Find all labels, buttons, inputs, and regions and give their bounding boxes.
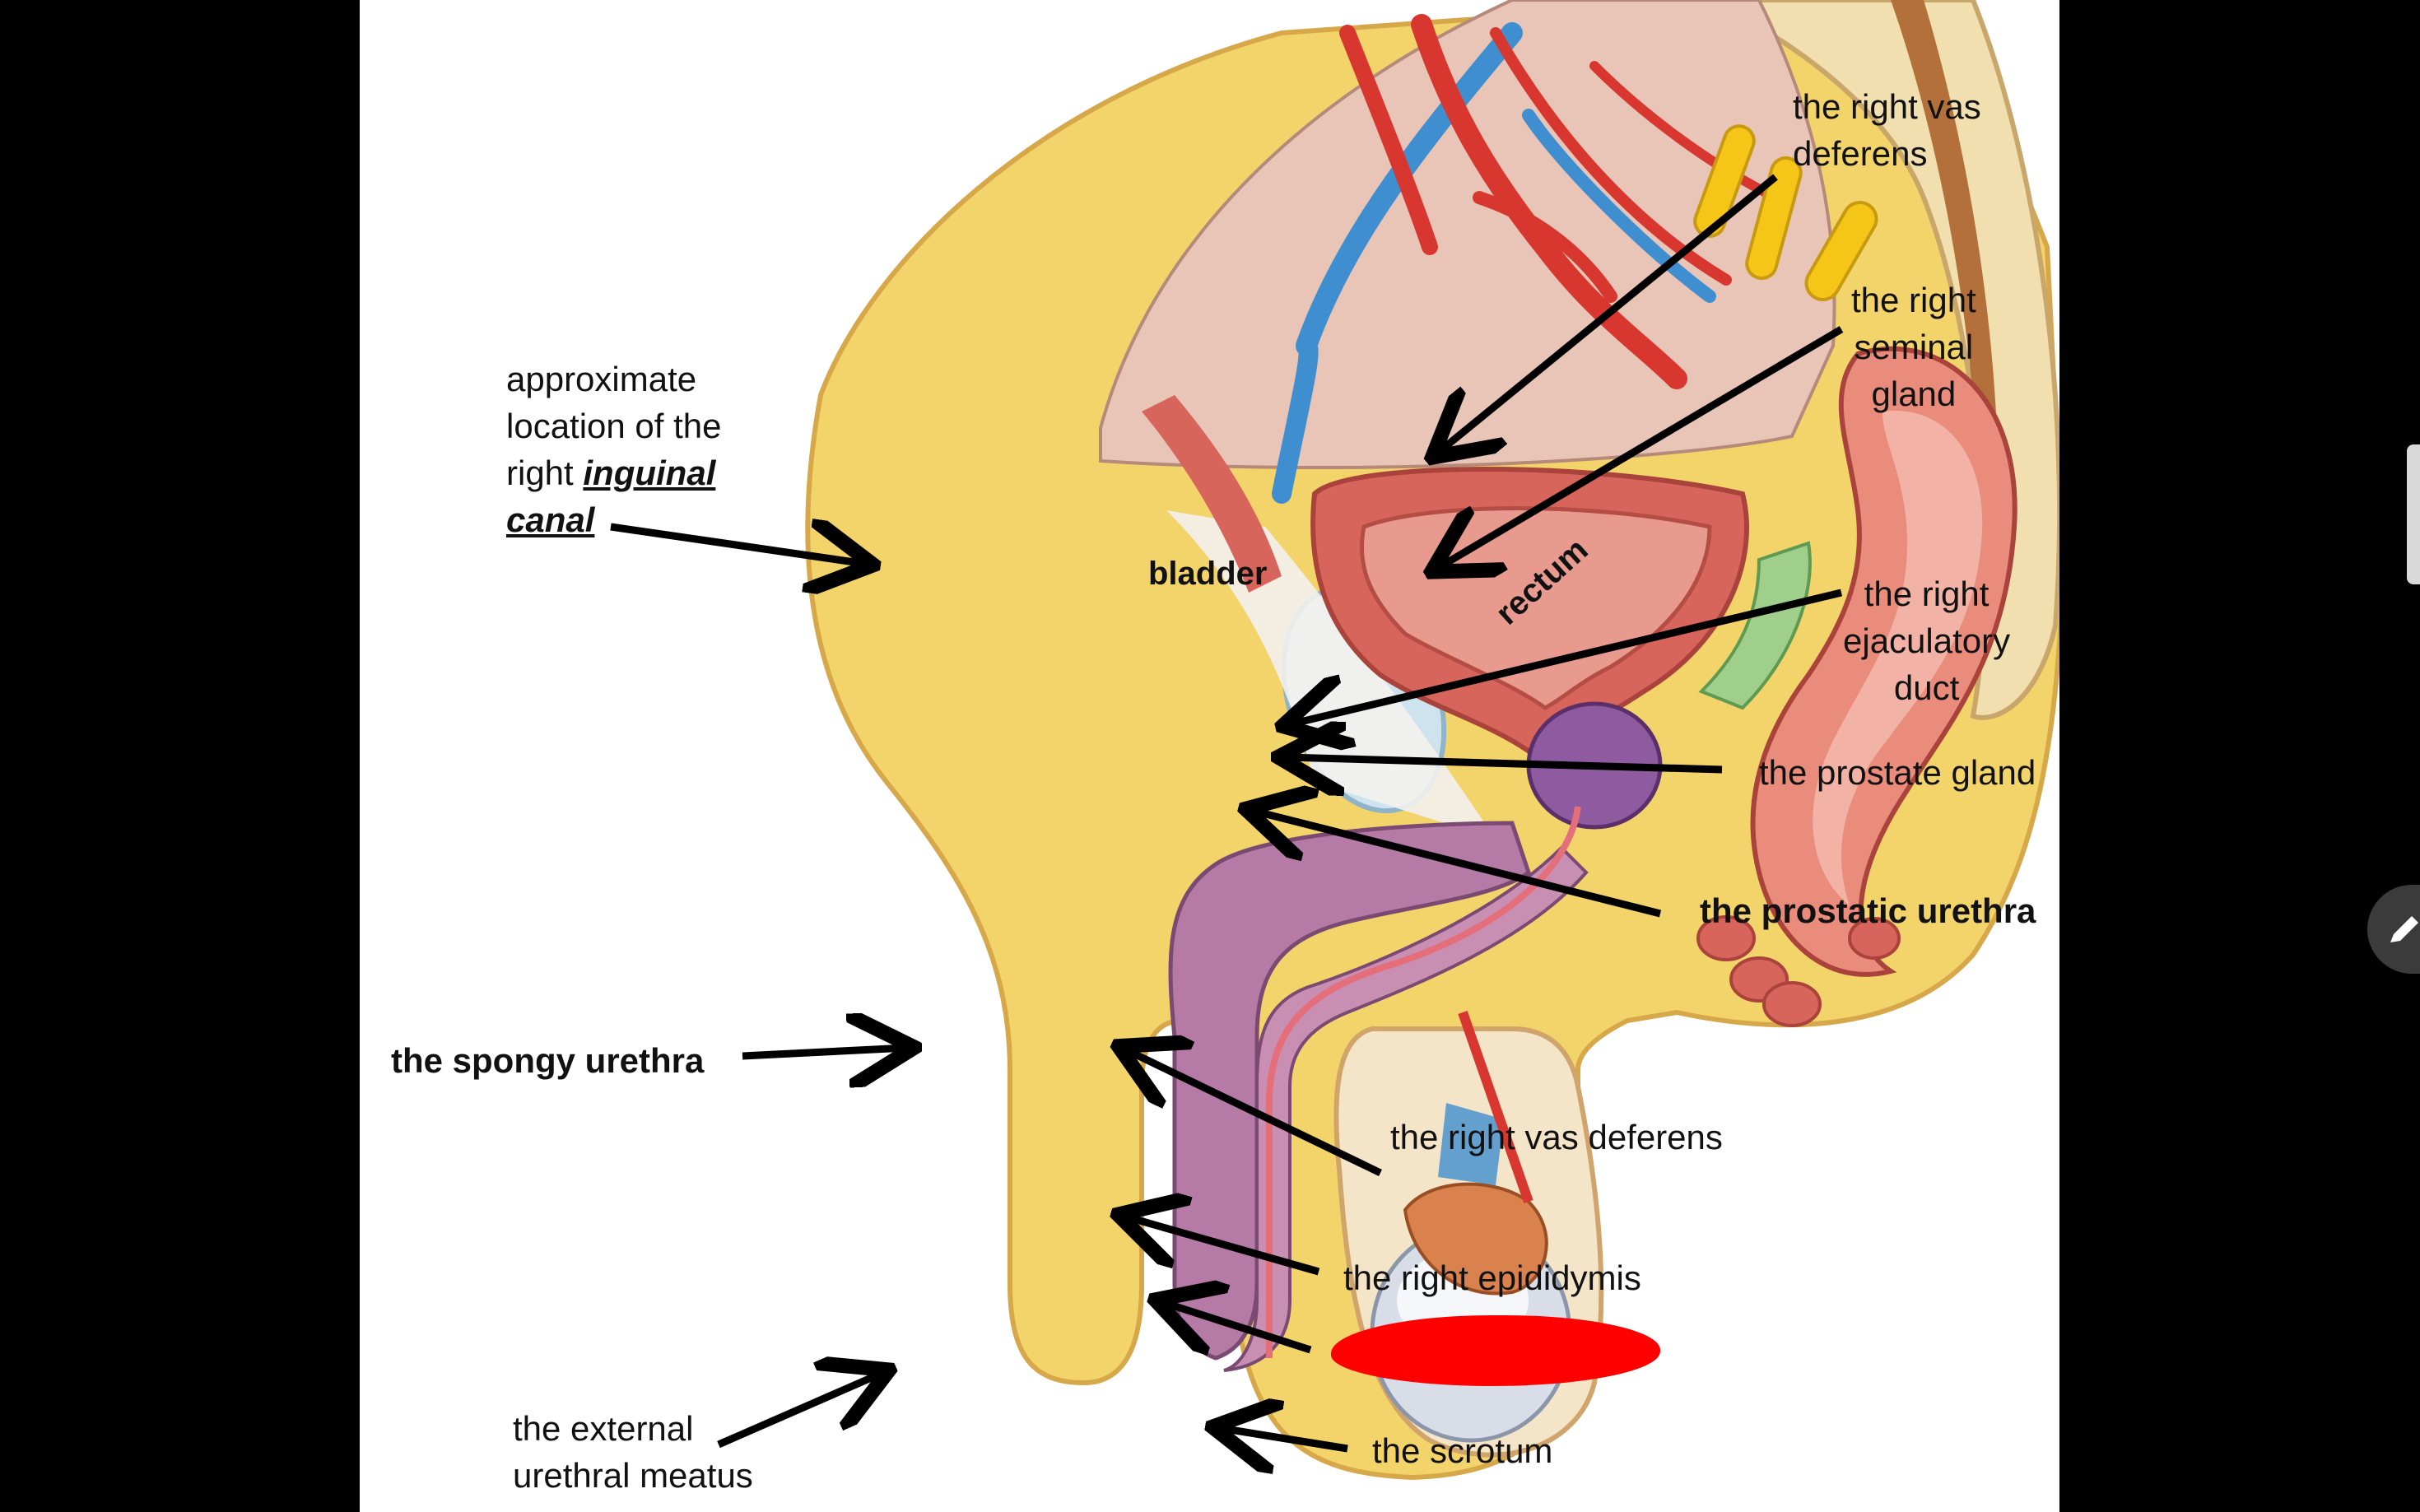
label-ejaculatory-duct: the right ejaculatory duct	[1843, 575, 2011, 707]
urethra-path	[1266, 806, 1581, 1358]
label-epididymis: the right epididymis	[1343, 1258, 1641, 1297]
sphincter-muscles	[1696, 915, 1901, 1027]
rectus-muscle	[1142, 395, 1282, 593]
label-external-meatus: the external urethral meatus	[513, 1409, 753, 1495]
label-seminal-gland: the right seminal gland	[1851, 281, 1976, 413]
label-prostatic-urethra: the prostatic urethra	[1700, 891, 2036, 930]
arrow-seminal-gland	[1438, 326, 1844, 568]
arrow-inguinal-canal	[610, 527, 866, 564]
redaction-mark	[1331, 1315, 1660, 1386]
label-canal-word: canal	[506, 500, 595, 539]
seminal-vesicle	[1698, 541, 1812, 710]
arrow-prostate-gland	[1286, 757, 1723, 770]
pencil-icon	[2390, 916, 2418, 942]
arrow-ejaculatory-duct	[1290, 589, 1843, 724]
arrow-prostatic-urethra	[1253, 811, 1662, 918]
label-inguinal-canal: approximate location of the right inguin…	[506, 356, 722, 543]
arrow-scrotum	[1220, 1428, 1348, 1449]
arrow-vas-deferens-bottom	[1125, 1049, 1382, 1177]
pointer-arrows	[610, 174, 1844, 1449]
label-vas-deferens-bottom: the right vas deferens	[1390, 1118, 1723, 1156]
pen-tool-button[interactable]	[2367, 885, 2420, 974]
anatomy-illustration	[610, 0, 2059, 1481]
arrow-testis	[1162, 1302, 1312, 1350]
label-prostate-gland: the prostate gland	[1759, 753, 2036, 792]
spermatic-cord-veins	[1438, 1103, 1504, 1185]
label-spongy-urethra: the spongy urethra	[391, 1041, 705, 1080]
nerves	[1693, 124, 1878, 301]
label-vas-deferens-top: the right vas deferens	[1793, 87, 1981, 173]
label-inguinal-word: inguinal	[583, 454, 716, 492]
label-scrotum: the scrotum	[1372, 1431, 1553, 1470]
epididymis-shape	[1403, 1182, 1548, 1296]
label-inguinal-prefix: approximate location of the right	[506, 360, 722, 492]
spermatic-cord	[1458, 1011, 1533, 1203]
blood-vessels	[1272, 14, 1780, 504]
corpus-spongiosum	[1223, 845, 1589, 1372]
arrow-spongy-urethra	[742, 1048, 907, 1056]
diagram-slide: bladder rectum the right vas deferens th…	[360, 0, 2059, 1512]
sacrum-bone	[1708, 0, 2059, 720]
arrow-vas-deferens-top	[1438, 174, 1778, 453]
scrollbar-thumb[interactable]	[2407, 444, 2420, 584]
bladder-label: bladder	[1148, 556, 1268, 592]
arrow-external-meatus	[717, 1373, 882, 1449]
arrow-epididymis	[1125, 1217, 1320, 1276]
rectum-lumen	[1813, 411, 1983, 905]
